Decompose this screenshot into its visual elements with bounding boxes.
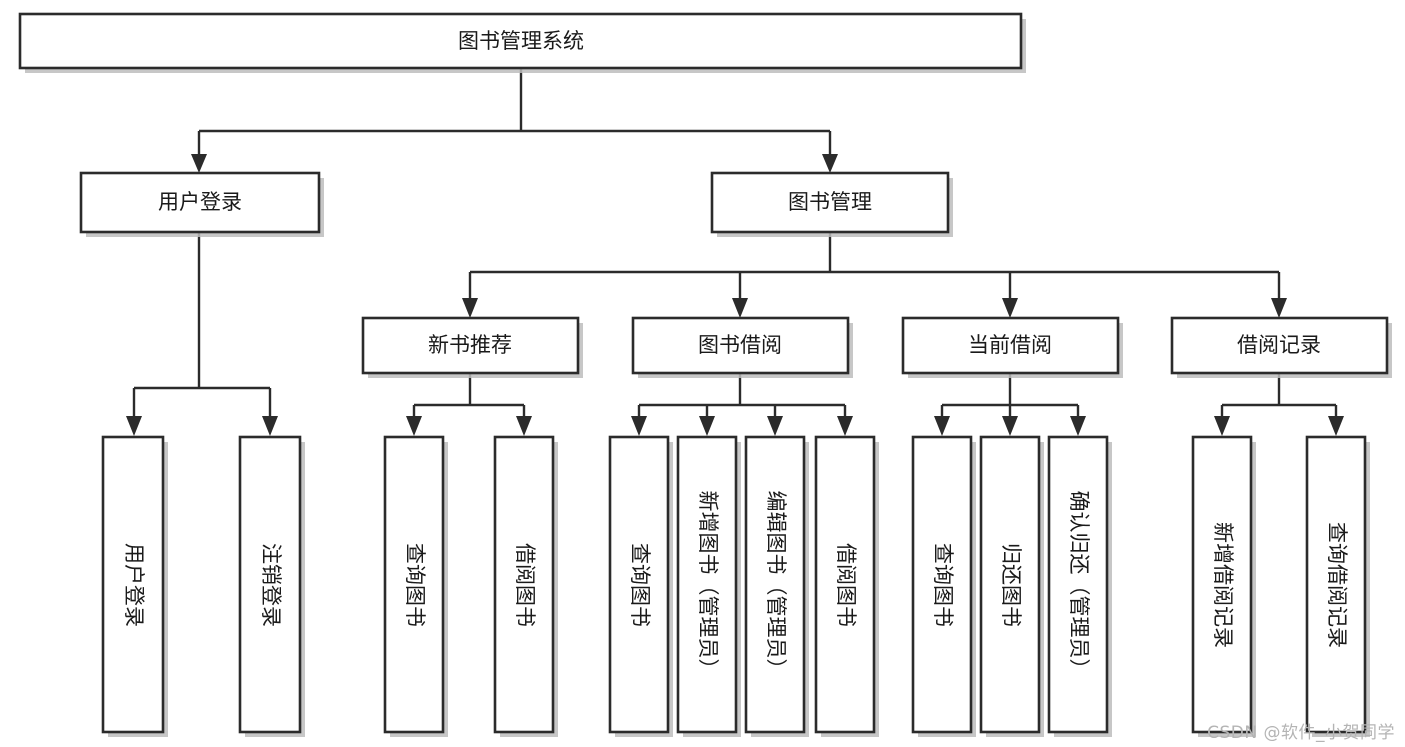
node-borrow-record[interactable]: 借阅记录 (1170, 316, 1392, 378)
arrow-book-borrow (732, 298, 748, 318)
node-root-label: 图书管理系统 (458, 29, 584, 53)
leaf-nb-query-book-label: 查询图书 (403, 543, 427, 627)
arrow-nb-leaf1 (406, 416, 422, 436)
node-user-login-label: 用户登录 (158, 190, 242, 214)
arrow-borrow-record (1271, 298, 1287, 318)
arrow-userlogin (191, 154, 207, 173)
leaf-bb-borrow-book-label: 借阅图书 (834, 543, 858, 627)
leaf-bb-edit-book-admin-label: 编辑图书（管理员） (764, 491, 788, 680)
node-user-login[interactable]: 用户登录 (79, 171, 324, 237)
arrow-nb-leaf2 (516, 416, 532, 436)
node-new-book-recommend[interactable]: 新书推荐 (361, 316, 583, 378)
leaf-nb-query-book[interactable]: 查询图书 (383, 435, 448, 737)
node-borrow-record-label: 借阅记录 (1237, 333, 1321, 357)
arrow-br-leaf2 (1328, 416, 1344, 436)
leaf-bb-query-book-label: 查询图书 (628, 543, 652, 627)
arrow-bookmgmt (822, 154, 838, 173)
arrow-leaf-user-logout (262, 416, 278, 436)
leaf-bb-edit-book-admin[interactable]: 编辑图书（管理员） (744, 435, 809, 737)
leaf-br-query-record-label: 查询借阅记录 (1325, 522, 1349, 648)
arrow-cb-leaf2 (1002, 416, 1018, 436)
arrow-cb-leaf3 (1070, 416, 1086, 436)
leaf-br-query-record[interactable]: 查询借阅记录 (1305, 435, 1370, 737)
node-current-borrow[interactable]: 当前借阅 (901, 316, 1123, 378)
arrow-br-leaf1 (1214, 416, 1230, 436)
leaf-user-logout[interactable]: 注销登录 (238, 435, 305, 737)
arrow-cb-leaf1 (934, 416, 950, 436)
arrow-leaf-user-login (126, 416, 142, 436)
leaf-cb-confirm-return-admin[interactable]: 确认归还（管理员） (1047, 435, 1112, 737)
arrow-bb-leaf4 (837, 416, 853, 436)
node-book-borrow-label: 图书借阅 (698, 333, 782, 357)
connectors (126, 68, 1344, 436)
csdn-watermark: CSDN @软件_小贺同学 (1207, 723, 1395, 743)
leaf-user-logout-label: 注销登录 (259, 543, 283, 627)
leaf-cb-query-book[interactable]: 查询图书 (911, 435, 976, 737)
node-book-management[interactable]: 图书管理 (710, 171, 953, 237)
arrow-bb-leaf2 (699, 416, 715, 436)
node-current-borrow-label: 当前借阅 (968, 333, 1052, 357)
arrow-bb-leaf1 (631, 416, 647, 436)
leaf-user-login[interactable]: 用户登录 (101, 435, 168, 737)
leaf-cb-confirm-return-admin-label: 确认归还（管理员） (1067, 491, 1091, 680)
leaf-cb-return-book-label: 归还图书 (999, 543, 1023, 627)
leaf-user-login-label: 用户登录 (122, 543, 146, 627)
leaf-bb-add-book-admin-label: 新增图书（管理员） (696, 491, 720, 680)
leaf-cb-return-book[interactable]: 归还图书 (979, 435, 1044, 737)
arrow-current-borrow (1002, 298, 1018, 318)
leaf-nb-borrow-book[interactable]: 借阅图书 (493, 435, 558, 737)
leaf-br-add-record-label: 新增借阅记录 (1211, 522, 1235, 648)
arrow-bb-leaf3 (767, 416, 783, 436)
leaf-nb-borrow-book-label: 借阅图书 (513, 543, 537, 627)
leaf-bb-query-book[interactable]: 查询图书 (608, 435, 673, 737)
arrow-new-book (462, 298, 478, 318)
leaf-cb-query-book-label: 查询图书 (931, 543, 955, 627)
node-book-management-label: 图书管理 (788, 190, 872, 214)
node-new-book-recommend-label: 新书推荐 (428, 333, 512, 357)
leaf-bb-borrow-book[interactable]: 借阅图书 (814, 435, 879, 737)
leaf-bb-add-book-admin[interactable]: 新增图书（管理员） (676, 435, 741, 737)
leaf-br-add-record[interactable]: 新增借阅记录 (1191, 435, 1256, 737)
node-root[interactable]: 图书管理系统 (18, 12, 1026, 73)
node-book-borrow[interactable]: 图书借阅 (631, 316, 853, 378)
